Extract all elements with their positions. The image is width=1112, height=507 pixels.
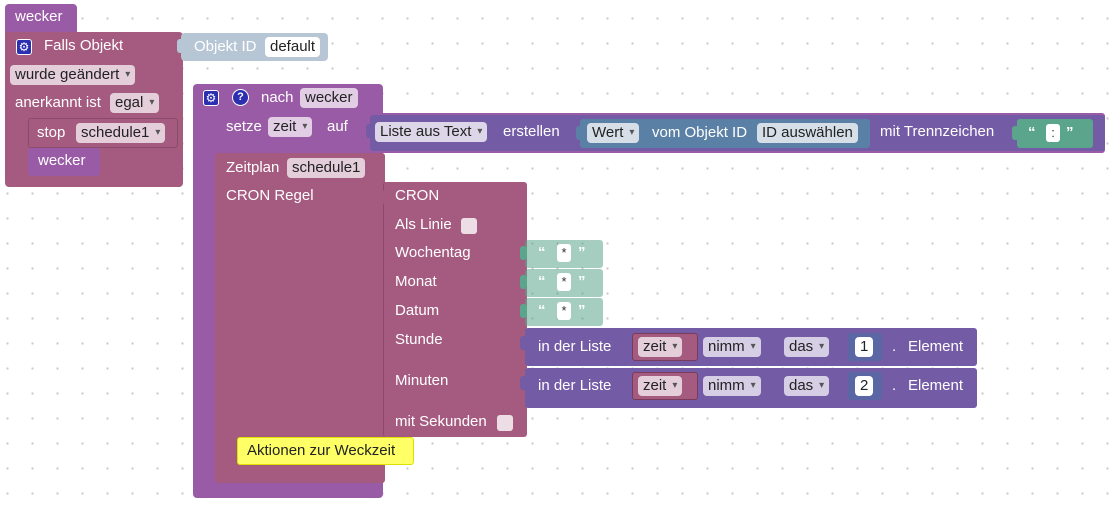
delimiter-label: mit Trennzeichen — [880, 123, 995, 140]
object-id-label: Objekt ID — [194, 38, 257, 55]
hour-label: Stunde — [395, 331, 443, 348]
set-label: setze — [226, 118, 262, 135]
weekday-value[interactable]: * — [557, 244, 571, 262]
date-label: Datum — [395, 302, 440, 319]
comment-block[interactable] — [237, 437, 414, 465]
call-label: wecker — [38, 152, 86, 169]
minutes-mode-dropdown[interactable]: nimm — [703, 376, 761, 396]
weekday-quote-open-icon: “ — [538, 244, 546, 261]
trigger-title: wecker — [15, 8, 63, 25]
hour-dot: . — [892, 338, 897, 355]
weekday-quote-close-icon: ” — [578, 244, 586, 261]
ack-label: anerkannt ist — [15, 94, 101, 111]
as-line-checkbox[interactable] — [461, 218, 477, 234]
minutes-direction-dropdown[interactable]: das — [784, 376, 830, 396]
hour-direction-dropdown[interactable]: das — [784, 337, 830, 357]
hour-index-field[interactable]: 1 — [855, 337, 874, 357]
set-variable-dropdown[interactable]: zeit — [268, 117, 313, 137]
minutes-in-list-label: in der Liste — [538, 377, 612, 394]
seconds-checkbox[interactable] — [497, 415, 513, 431]
seconds-label: mit Sekunden — [395, 413, 487, 430]
condition-dropdown[interactable]: wurde geändert — [10, 65, 136, 85]
trigger-header: Falls Objekt — [44, 37, 124, 54]
month-value[interactable]: * — [557, 273, 571, 291]
date-quote-close-icon: ” — [578, 302, 586, 319]
schedule-label: Zeitplan — [226, 159, 280, 176]
date-value[interactable]: * — [557, 302, 571, 320]
from-object-label: vom Objekt ID — [652, 124, 748, 141]
minutes-index-field[interactable]: 2 — [855, 376, 874, 396]
minutes-dot: . — [892, 377, 897, 394]
month-label: Monat — [395, 273, 437, 290]
schedule-name-field[interactable]: schedule1 — [287, 158, 366, 178]
minutes-element-label: Element — [908, 377, 964, 394]
trigger-title-tab[interactable] — [5, 4, 77, 34]
schedule-block[interactable] — [215, 153, 385, 483]
trigger-block[interactable]: wecker ⚙ Falls Objekt Objekt ID default … — [5, 0, 328, 192]
value-mode-dropdown[interactable]: Wert — [587, 123, 640, 143]
delimiter-value[interactable]: : — [1046, 124, 1060, 142]
cron-block[interactable] — [383, 182, 527, 437]
month-quote-close-icon: ” — [578, 273, 586, 290]
comment-text: Aktionen zur Weckzeit — [247, 442, 396, 459]
settings-gear-icon[interactable]: ⚙ — [16, 39, 32, 55]
call-block[interactable] — [28, 148, 100, 176]
set-to-label: auf — [327, 118, 348, 135]
minutes-label: Minuten — [395, 372, 449, 389]
hour-element-label: Element — [908, 338, 964, 355]
function-name-field[interactable]: wecker — [300, 88, 358, 108]
object-id-picker[interactable]: ID auswählen — [757, 123, 858, 143]
hour-mode-dropdown[interactable]: nimm — [703, 337, 761, 357]
list-mode-dropdown[interactable]: Liste aus Text — [375, 122, 488, 142]
stop-dropdown[interactable]: schedule1 — [76, 123, 166, 143]
weekday-label: Wochentag — [395, 244, 471, 261]
stop-label: stop — [37, 124, 66, 141]
quote-open-icon: “ — [1028, 124, 1036, 141]
month-quote-open-icon: “ — [538, 273, 546, 290]
date-quote-open-icon: “ — [538, 302, 546, 319]
ack-dropdown[interactable]: egal — [110, 93, 160, 113]
minutes-variable-dropdown[interactable]: zeit — [638, 376, 683, 396]
help-icon[interactable]: ? — [232, 89, 249, 106]
function-label: nach — [261, 89, 294, 106]
function-gear-icon[interactable]: ⚙ — [203, 90, 219, 106]
quote-close-icon: ” — [1066, 124, 1074, 141]
hour-variable-dropdown[interactable]: zeit — [638, 337, 683, 357]
cron-title: CRON — [395, 187, 440, 204]
object-id-field[interactable]: default — [265, 37, 321, 57]
cron-rule-label: CRON Regel — [226, 187, 314, 204]
as-line-label: Als Linie — [395, 216, 452, 233]
create-label: erstellen — [503, 123, 560, 140]
hour-in-list-label: in der Liste — [538, 338, 612, 355]
